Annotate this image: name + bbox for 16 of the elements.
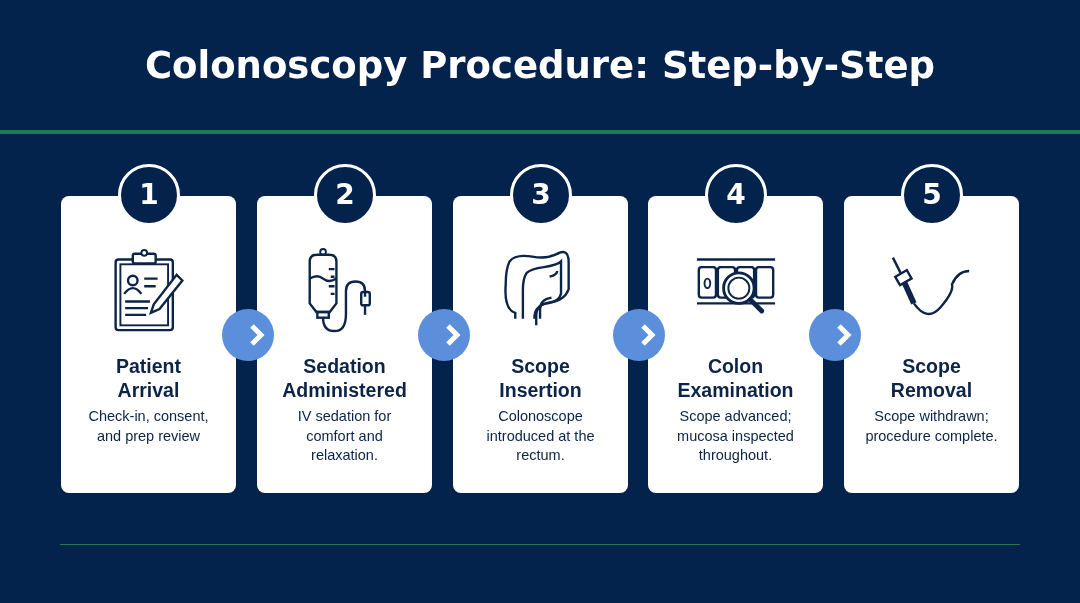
step-description: Check-in, consent, and prep review: [87, 407, 210, 446]
step-description: Scope withdrawn; procedure complete.: [864, 407, 999, 446]
step-description: Colonoscope introduced at the rectum.: [485, 407, 596, 465]
step-title: Patient Arrival: [115, 354, 182, 402]
step-number: 1: [118, 164, 180, 226]
step-title: Colon Examination: [676, 354, 795, 402]
step-description: IV sedation for comfort and relaxation.: [296, 407, 393, 465]
title: Colonoscopy Procedure: Step-by-Step: [143, 44, 937, 87]
step-number: 5: [901, 164, 963, 226]
step-number: 4: [705, 164, 767, 226]
step-number: 3: [510, 164, 572, 226]
step-title: Scope Removal: [889, 354, 974, 402]
step-title: Scope Insertion: [498, 354, 583, 402]
step-description: Scope advanced; mucosa inspected throughout.: [676, 407, 795, 465]
step-title: Sedation Administered: [281, 354, 408, 402]
step-number: 2: [314, 164, 376, 226]
